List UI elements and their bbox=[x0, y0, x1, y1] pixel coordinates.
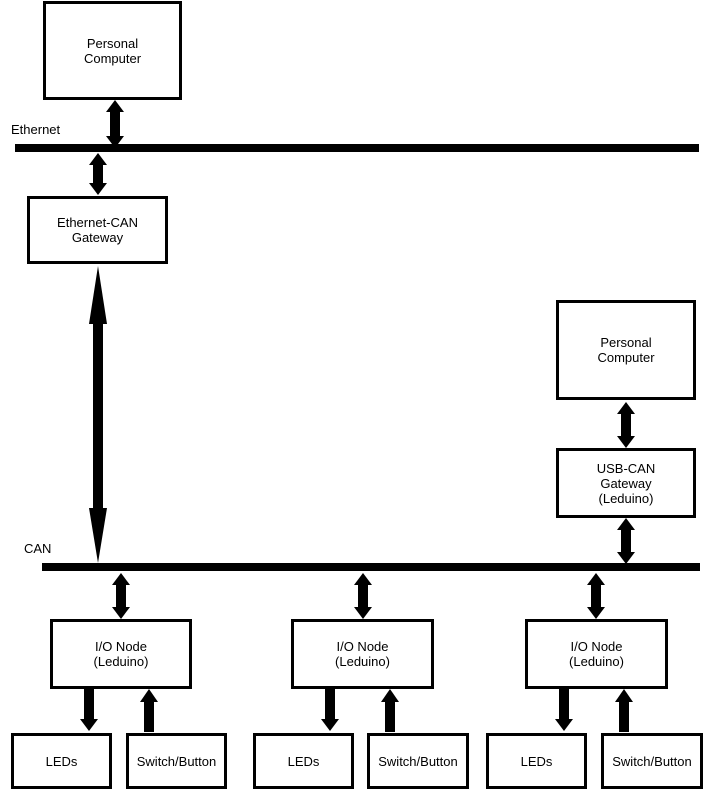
personal-computer-right-label: Personal Computer bbox=[597, 335, 655, 365]
leds-1-label: LEDs bbox=[45, 753, 78, 769]
io-node-2-label: I/O Node (Leduino) bbox=[335, 639, 390, 669]
switch-button-3-label: Switch/Button bbox=[612, 753, 692, 769]
ethernet-bus bbox=[15, 144, 699, 152]
io-node-3-box: I/O Node (Leduino) bbox=[525, 619, 668, 689]
usb-can-gateway-label: USB-CAN Gateway (Leduino) bbox=[596, 460, 656, 506]
arrow-switch1-node1 bbox=[140, 689, 158, 732]
leds-3-box: LEDs bbox=[486, 733, 587, 789]
arrow-node2-leds bbox=[321, 689, 339, 731]
arrow-pc-ethernet bbox=[106, 100, 124, 148]
io-node-2-box: I/O Node (Leduino) bbox=[291, 619, 434, 689]
switch-button-3-box: Switch/Button bbox=[601, 733, 703, 789]
arrow-node1-leds bbox=[80, 689, 98, 731]
switch-button-1-label: Switch/Button bbox=[136, 753, 217, 769]
ethernet-label: Ethernet bbox=[11, 122, 61, 137]
arrow-usb-gateway-can bbox=[617, 518, 635, 564]
leds-3-label: LEDs bbox=[520, 753, 553, 769]
arrow-can-node-2 bbox=[354, 573, 372, 619]
arrow-node3-leds bbox=[555, 689, 573, 731]
usb-can-gateway-box: USB-CAN Gateway (Leduino) bbox=[556, 448, 696, 518]
leds-2-label: LEDs bbox=[287, 753, 320, 769]
switch-button-1-box: Switch/Button bbox=[126, 733, 227, 789]
arrow-switch3-node3 bbox=[615, 689, 633, 732]
personal-computer-top-label: Personal Computer bbox=[83, 35, 142, 66]
personal-computer-right-box: Personal Computer bbox=[556, 300, 696, 400]
io-node-1-box: I/O Node (Leduino) bbox=[50, 619, 192, 689]
switch-button-2-label: Switch/Button bbox=[378, 753, 458, 769]
io-node-1-label: I/O Node (Leduino) bbox=[93, 639, 149, 669]
ethernet-can-gateway-label: Ethernet-CAN Gateway bbox=[57, 215, 138, 245]
can-label: CAN bbox=[24, 541, 52, 556]
personal-computer-top-box: Personal Computer bbox=[43, 1, 182, 100]
leds-2-box: LEDs bbox=[253, 733, 354, 789]
leds-1-box: LEDs bbox=[11, 733, 112, 789]
can-bus bbox=[42, 563, 700, 571]
arrow-can-node-1 bbox=[112, 573, 130, 619]
switch-button-2-box: Switch/Button bbox=[367, 733, 469, 789]
arrow-ethernet-gateway bbox=[89, 153, 107, 195]
ethernet-can-gateway-box: Ethernet-CAN Gateway bbox=[27, 196, 168, 264]
arrow-can-node-3 bbox=[587, 573, 605, 619]
arrow-gateway-can bbox=[89, 266, 107, 563]
arrow-switch2-node2 bbox=[381, 689, 399, 732]
arrow-pc-usb-gateway bbox=[617, 402, 635, 448]
io-node-3-label: I/O Node (Leduino) bbox=[569, 639, 624, 669]
